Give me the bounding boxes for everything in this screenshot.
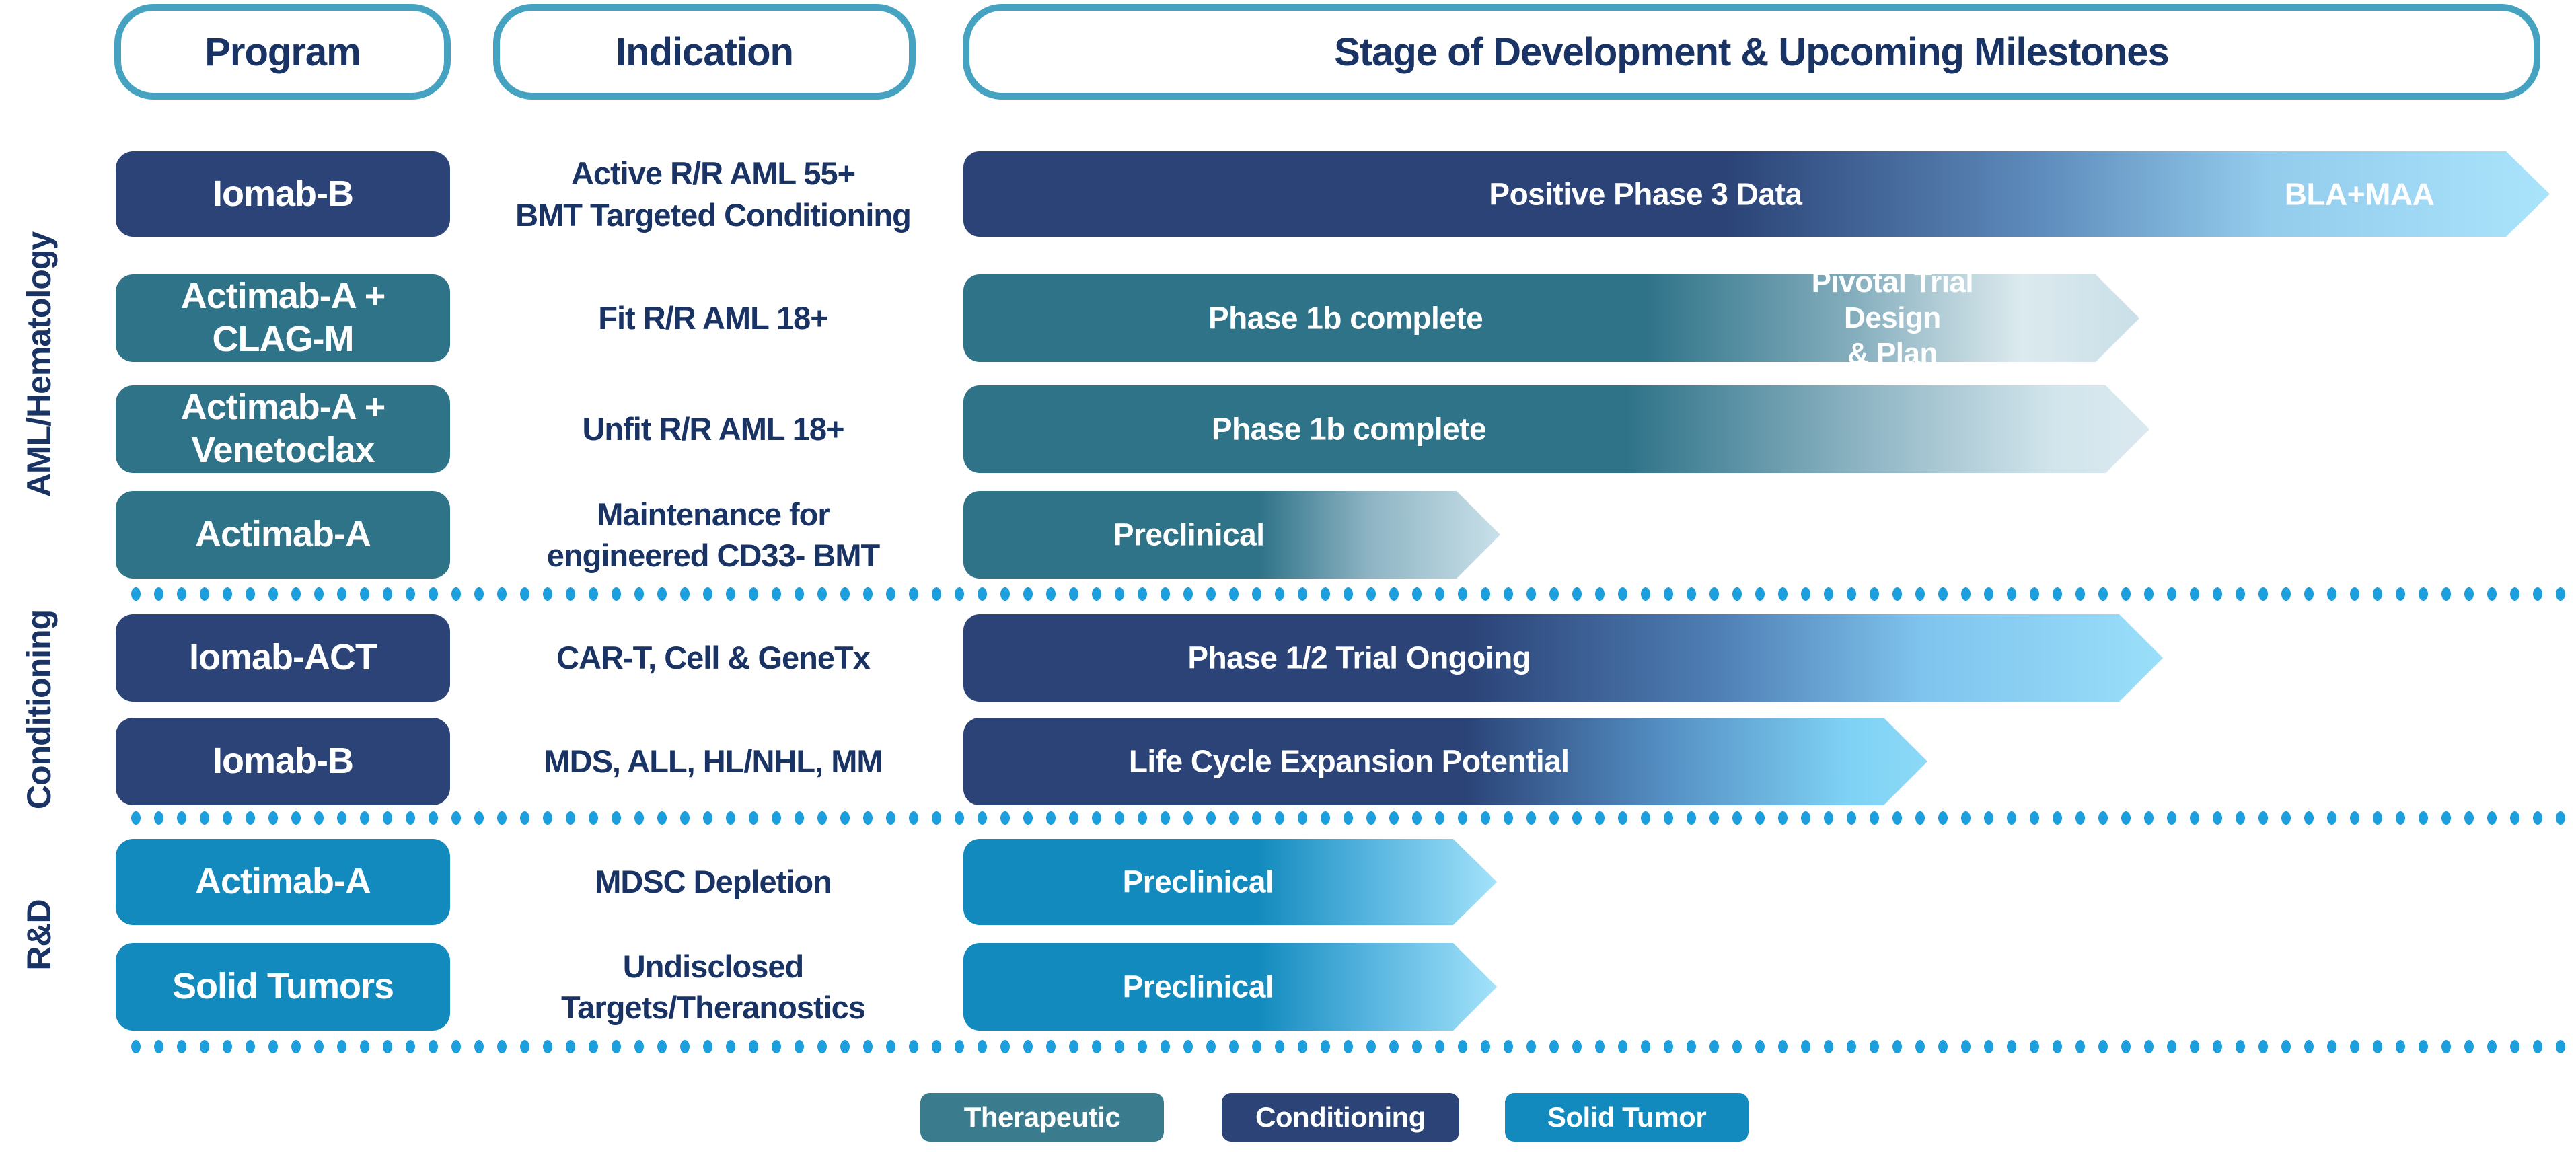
- legend-solid-tumor: Solid Tumor: [1505, 1093, 1749, 1142]
- header-stage-of-development: Stage of Development & Upcoming Mileston…: [963, 4, 2540, 100]
- stage-label: Phase 1b complete: [1208, 300, 1483, 336]
- milestone-label: BLA+MAA: [2284, 176, 2435, 211]
- stage-label: Preclinical: [1122, 864, 1274, 899]
- milestone-label: Pivotal Trial Design & Plan: [1811, 265, 1974, 370]
- stage-label: Preclinical: [1113, 517, 1265, 552]
- stage-label: Phase 1/2 Trial Ongoing: [1187, 640, 1531, 675]
- legend-therapeutic: Therapeutic: [920, 1093, 1164, 1142]
- indication-text: MDS, ALL, HL/NHL, MM: [544, 743, 883, 780]
- stage-arrow: Phase 1b complete Pivotal Trial Design &…: [963, 274, 2139, 362]
- legend-conditioning: Conditioning: [1222, 1093, 1459, 1142]
- indication-text: Unfit R/R AML 18+: [582, 411, 844, 447]
- program-box-iomab-act: Iomab-ACT: [116, 614, 450, 702]
- indication-text: CAR-T, Cell & GeneTx: [556, 640, 871, 676]
- program-box-actimab-a-clag-m: Actimab-A + CLAG-M: [116, 274, 450, 362]
- indication-text: Active R/R AML 55+ BMT Targeted Conditio…: [515, 155, 912, 233]
- indication-text: MDSC Depletion: [595, 864, 832, 900]
- indication-text: Undisclosed Targets/Theranostics: [561, 948, 866, 1025]
- dotted-separator: [124, 1039, 2576, 1054]
- stage-arrow: Positive Phase 3 Data BLA+MAA: [963, 151, 2550, 237]
- stage-arrow: Life Cycle Expansion Potential: [963, 718, 1927, 805]
- stage-label: Life Cycle Expansion Potential: [1128, 743, 1570, 779]
- stage-arrow: Preclinical: [963, 839, 1497, 925]
- header-indication: Indication: [493, 4, 916, 100]
- indication-text: Fit R/R AML 18+: [598, 300, 828, 336]
- stage-label: Preclinical: [1122, 969, 1274, 1004]
- program-box-actimab-a-venetoclax: Actimab-A + Venetoclax: [116, 385, 450, 473]
- stage-label: Phase 1b complete: [1211, 411, 1487, 447]
- header-program: Program: [114, 4, 451, 100]
- program-box-iomab-b: Iomab-B: [116, 151, 450, 237]
- program-box-solid-tumors: Solid Tumors: [116, 943, 450, 1031]
- stage-arrow: Preclinical: [963, 943, 1497, 1031]
- program-box-actimab-a-mdsc: Actimab-A: [116, 839, 450, 925]
- stage-arrow: Preclinical: [963, 491, 1500, 579]
- section-label-rd: R&D: [20, 899, 58, 971]
- program-box-actimab-a: Actimab-A: [116, 491, 450, 579]
- program-box-iomab-b-expansion: Iomab-B: [116, 718, 450, 805]
- dotted-separator: [124, 811, 2576, 825]
- stage-arrow: Phase 1b complete: [963, 385, 2149, 473]
- indication-text: Maintenance for engineered CD33- BMT: [546, 496, 880, 573]
- stage-label: Positive Phase 3 Data: [1489, 176, 1802, 211]
- stage-arrow: Phase 1/2 Trial Ongoing: [963, 614, 2163, 702]
- section-label-aml-hematology: AML/Hematology: [20, 231, 58, 498]
- section-label-conditioning: Conditioning: [20, 609, 58, 810]
- dotted-separator: [124, 587, 2576, 601]
